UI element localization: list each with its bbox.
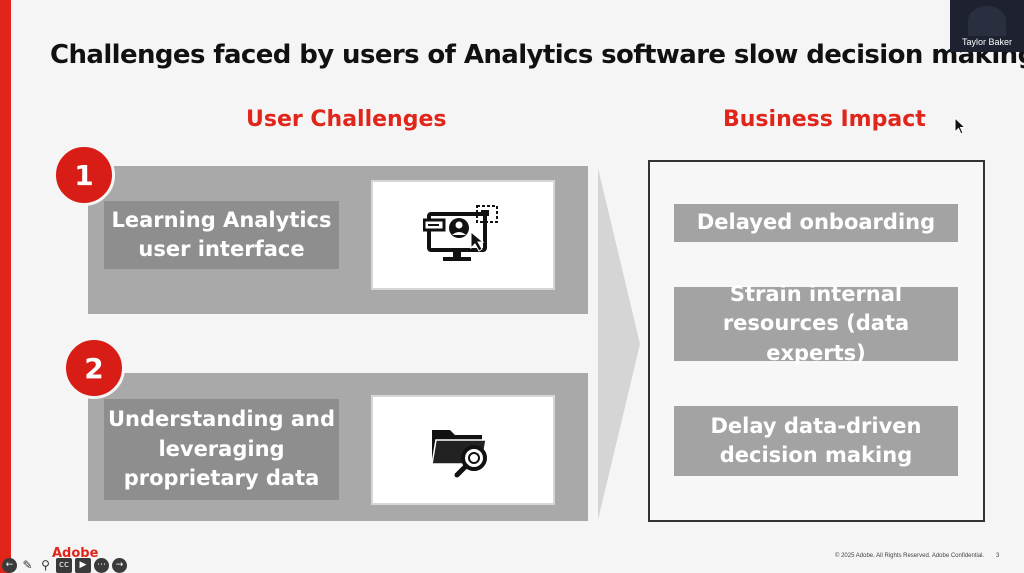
business-impact-heading: Business Impact	[723, 107, 926, 132]
zoom-icon[interactable]: ⚲	[41, 558, 50, 572]
impact-item-2: Strain internal resources (data experts)	[674, 282, 958, 365]
more-icon[interactable]: ⋯	[94, 557, 109, 573]
brand-accent-strip	[0, 0, 11, 573]
challenge-number-2: 2	[63, 337, 125, 399]
challenge-label-2: Understanding and leveraging proprietary…	[104, 399, 339, 500]
participant-silhouette	[968, 6, 1006, 36]
back-icon[interactable]: ←	[2, 557, 17, 573]
forward-icon[interactable]: →	[112, 557, 127, 573]
mouse-cursor-icon	[954, 117, 967, 135]
page-number: 3	[996, 553, 1000, 559]
challenge-icon-card-1	[371, 180, 555, 290]
flow-arrow	[598, 168, 640, 520]
challenge-label-1: Learning Analytics user interface	[104, 201, 339, 269]
challenge-number-1: 1	[53, 144, 115, 206]
captions-icon[interactable]: cc	[56, 557, 72, 573]
user-challenges-heading: User Challenges	[246, 107, 447, 132]
video-icon[interactable]: ▶	[75, 557, 91, 573]
impact-item-1: Delayed onboarding	[674, 204, 958, 242]
folder-search-icon	[431, 430, 487, 478]
participant-video-tile[interactable]: Taylor Baker	[950, 0, 1024, 52]
challenge-icon-card-2	[371, 395, 555, 505]
impact-item-3: Delay data-driven decision making	[674, 406, 958, 476]
adobe-logo: Adobe	[52, 546, 99, 561]
participant-name: Taylor Baker	[961, 37, 1013, 47]
slide-title: Challenges faced by users of Analytics s…	[50, 40, 1024, 70]
presentation-toolbar: ← ✎ ⚲ cc ▶ ⋯ →	[2, 557, 127, 573]
copyright-notice: © 2025 Adobe. All Rights Reserved. Adobe…	[835, 553, 985, 559]
monitor-user-icon	[423, 205, 498, 261]
pen-icon[interactable]: ✎	[22, 558, 33, 572]
